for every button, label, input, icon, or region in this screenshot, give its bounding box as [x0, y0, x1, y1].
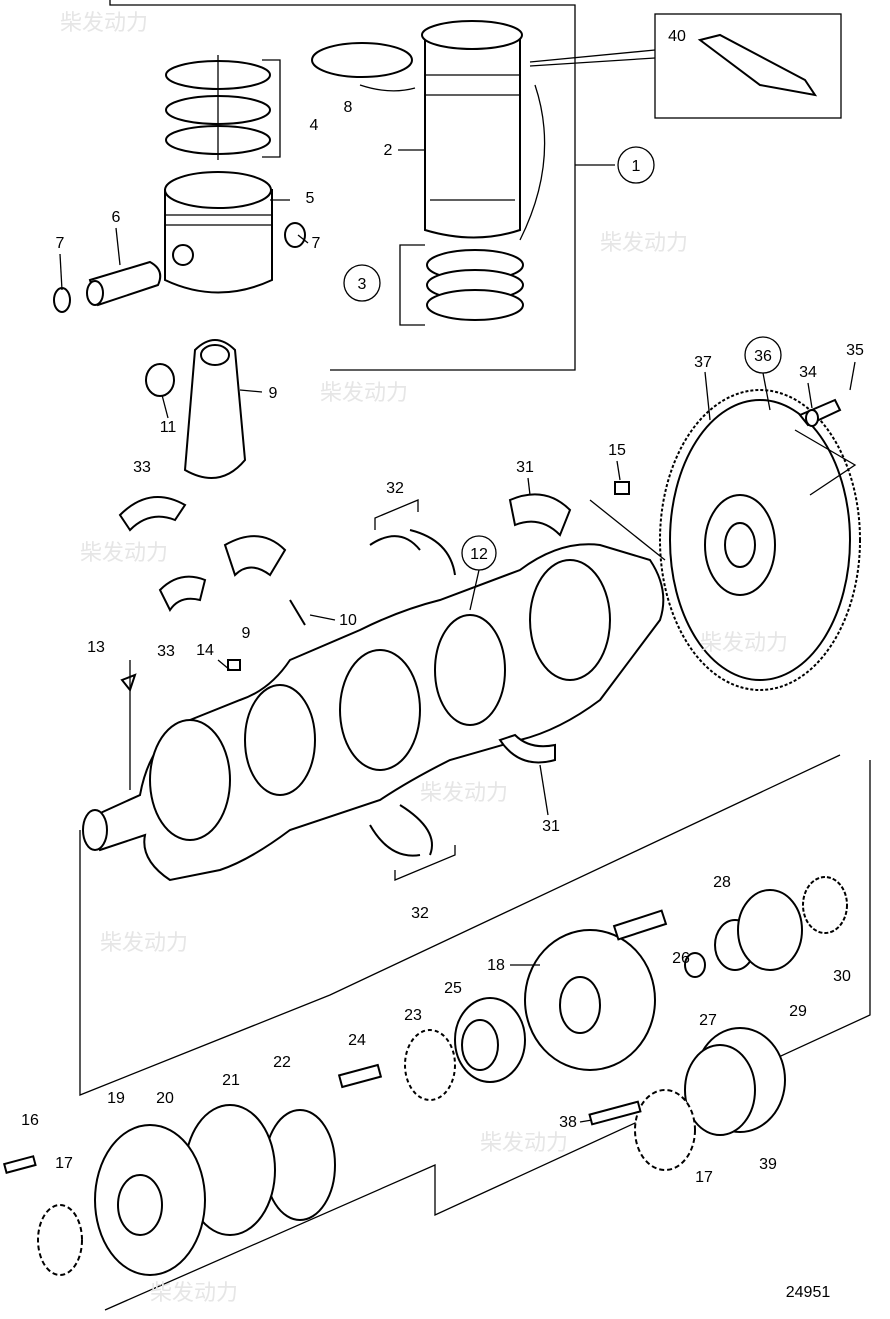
- flywheel: [659, 389, 861, 691]
- gasket: [404, 1029, 456, 1101]
- main-bearing-shell: [508, 493, 572, 537]
- callout-10: 10: [339, 612, 357, 629]
- callout-2: 2: [384, 142, 393, 159]
- callout-3: 3: [358, 276, 367, 293]
- svg-text:柴发动力: 柴发动力: [700, 631, 788, 656]
- callout-22: 22: [273, 1054, 291, 1071]
- callout-31: 31: [516, 459, 534, 476]
- liner-seal-rings: [399, 244, 524, 326]
- callout-33: 33: [133, 459, 151, 476]
- callout-7: 7: [312, 235, 321, 252]
- o-ring: [311, 42, 413, 78]
- callout-1: 1: [632, 158, 641, 175]
- callout-35: 35: [846, 342, 864, 359]
- callout-16: 16: [21, 1112, 39, 1129]
- callout-21: 21: [222, 1072, 240, 1089]
- circlip-left: [53, 287, 71, 313]
- callout-13: 13: [87, 639, 105, 656]
- hub: [737, 889, 803, 971]
- callout-18: 18: [487, 957, 505, 974]
- svg-text:柴发动力: 柴发动力: [320, 381, 408, 406]
- svg-text:柴发动力: 柴发动力: [100, 931, 188, 956]
- bolt: [337, 1063, 383, 1089]
- piston: [164, 171, 273, 294]
- pin: [227, 659, 241, 671]
- callout-8: 8: [344, 99, 353, 116]
- callout-32: 32: [386, 480, 404, 497]
- piston-rings: [165, 55, 281, 160]
- sealant-tube: [697, 33, 818, 97]
- callout-28: 28: [713, 874, 731, 891]
- callout-25: 25: [444, 980, 462, 997]
- callout-20: 20: [156, 1090, 174, 1107]
- callout-37: 37: [694, 354, 712, 371]
- callout-40: 40: [668, 28, 686, 45]
- callout-12: 12: [470, 546, 488, 563]
- piston-pin: [86, 260, 162, 307]
- small-end-bushing: [145, 363, 175, 397]
- washer: [805, 409, 819, 427]
- bearing-shell: [118, 496, 187, 532]
- svg-text:柴发动力: 柴发动力: [60, 11, 148, 36]
- callout-36: 36: [754, 348, 772, 365]
- callout-14: 14: [196, 642, 214, 659]
- watermarks: 柴发动力 柴发动力 柴发动力 柴发动力 柴发动力 柴发动力 柴发动力 柴发动力 …: [60, 11, 788, 1306]
- bolt: [2, 1155, 37, 1174]
- svg-text:柴发动力: 柴发动力: [420, 781, 508, 806]
- callout-9: 9: [242, 625, 251, 642]
- callout-17: 17: [695, 1169, 713, 1186]
- callout-5: 5: [306, 190, 315, 207]
- circlip-right: [284, 222, 306, 248]
- svg-text:柴发动力: 柴发动力: [600, 231, 688, 256]
- callout-39: 39: [759, 1156, 777, 1173]
- callout-38: 38: [559, 1114, 577, 1131]
- svg-text:柴发动力: 柴发动力: [150, 1281, 238, 1306]
- callout-15: 15: [608, 442, 626, 459]
- gear: [802, 876, 848, 934]
- callout-17: 17: [55, 1155, 73, 1172]
- callout-circle: [343, 264, 381, 302]
- callouts: 1 2 3 4 5 6 7 7 8 9 9 10 11 12 13 14 15 …: [21, 28, 864, 1301]
- callout-29: 29: [789, 1003, 807, 1020]
- main-bearing-shell: [498, 733, 556, 764]
- callout-24: 24: [348, 1032, 366, 1049]
- callout-23: 23: [404, 1007, 422, 1024]
- thrust-washer: [409, 529, 456, 576]
- thrust-washer: [399, 804, 433, 856]
- callout-7: 7: [56, 235, 65, 252]
- callout-9: 9: [269, 385, 278, 402]
- drawing-number: 24951: [786, 1284, 831, 1301]
- connecting-rod: [145, 339, 306, 626]
- bolt: [588, 1100, 642, 1126]
- key: [120, 673, 137, 693]
- svg-text:柴发动力: 柴发动力: [480, 1131, 568, 1156]
- callout-19: 19: [107, 1090, 125, 1107]
- leader-lines: [59, 149, 856, 1123]
- callout-31: 31: [542, 818, 560, 835]
- callout-34: 34: [799, 364, 817, 381]
- callout-30: 30: [833, 968, 851, 985]
- dowel-pin: [614, 481, 630, 495]
- callout-32: 32: [411, 905, 429, 922]
- crankshaft: [82, 543, 665, 882]
- cylinder-kit-frame: [109, 0, 842, 371]
- bearing-shell: [158, 575, 207, 612]
- cylinder-liner: [421, 20, 523, 239]
- thrust-washer: [369, 535, 421, 551]
- washer: [684, 952, 706, 978]
- callout-circle: [617, 146, 655, 184]
- callout-27: 27: [699, 1012, 717, 1029]
- callout-11: 11: [160, 419, 177, 436]
- bolt: [612, 909, 668, 941]
- svg-text:柴发动力: 柴发动力: [80, 541, 168, 566]
- spacer-plate: [37, 1204, 83, 1276]
- callout-4: 4: [310, 117, 319, 134]
- callout-6: 6: [112, 209, 121, 226]
- spacer-plate: [634, 1089, 696, 1171]
- thrust-washer: [369, 824, 421, 857]
- callout-33: 33: [157, 643, 175, 660]
- callout-26: 26: [672, 950, 690, 967]
